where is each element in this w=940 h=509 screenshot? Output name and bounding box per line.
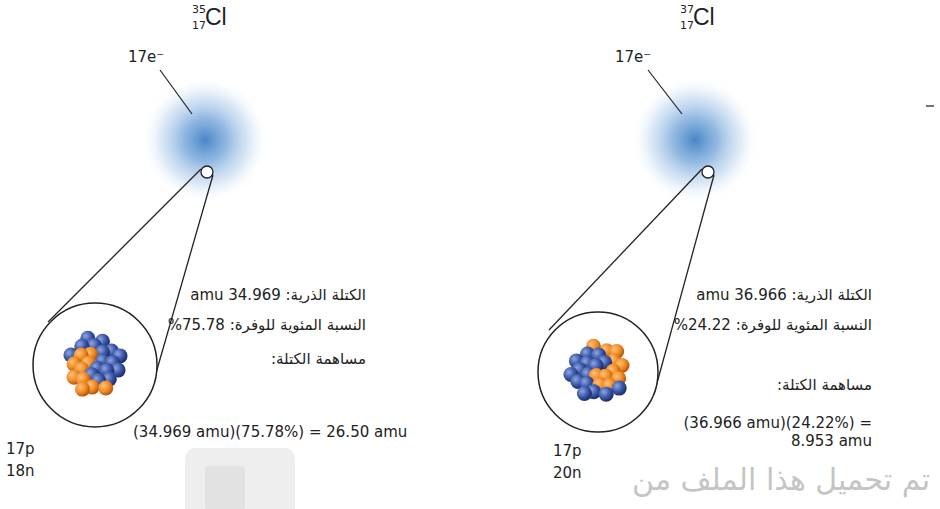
nucleus — [63, 331, 127, 397]
mass-number: 37 — [680, 3, 694, 16]
mass-contribution: مساهمة الكتلة: — [271, 350, 366, 368]
electron-cloud — [631, 76, 759, 204]
proton-count: 17p — [553, 442, 582, 460]
electron-count: 17e⁻ — [615, 48, 651, 66]
magnify-line — [654, 175, 714, 394]
contribution-formula: (34.969 amu)(75.78%) = 26.50 amu — [133, 423, 407, 441]
mass-number: 35 — [192, 3, 206, 16]
watermark-logo — [205, 466, 245, 509]
neutron-ball — [599, 387, 614, 402]
element-symbol: Cl — [205, 4, 227, 32]
electron-cloud — [141, 76, 269, 204]
neutron-count: 20n — [553, 464, 582, 482]
magnify-line — [549, 169, 702, 330]
element-symbol: Cl — [693, 4, 715, 32]
magnified-nucleus — [538, 312, 658, 432]
percent-abundance: النسبة المئوية للوفرة: 75.78% — [168, 316, 366, 334]
electron-count: 17e⁻ — [128, 48, 164, 66]
leader-line — [160, 70, 192, 114]
atomic-number: 17 — [680, 19, 694, 32]
atomic-mass: الكتلة الذرية: 36.966 amu — [696, 286, 872, 304]
neutron-ball — [577, 386, 592, 401]
proton-ball — [75, 382, 90, 397]
mass-contribution: مساهمة الكتلة: — [777, 376, 872, 394]
nucleus-point — [201, 166, 213, 178]
proton-count: 17p — [6, 440, 35, 458]
watermark: تم تحميل هذا الملف من — [632, 462, 930, 498]
neutron-count: 18n — [6, 462, 35, 480]
neutron-ball — [612, 381, 627, 396]
edge-mark — [926, 105, 934, 107]
nucleus-point — [702, 166, 714, 178]
watermark-logo — [185, 448, 295, 509]
nucleus — [563, 339, 629, 402]
leader-line — [648, 70, 682, 114]
percent-abundance: النسبة المئوية للوفرة: 24.22% — [674, 316, 872, 334]
contribution-formula: (36.966 amu)(24.22%) = 8.953 amu — [654, 414, 872, 450]
magnify-line — [48, 169, 201, 322]
magnify-line — [150, 175, 213, 394]
atomic-number: 17 — [192, 19, 206, 32]
proton-ball — [98, 381, 113, 396]
magnified-nucleus — [33, 303, 157, 427]
atomic-mass: الكتلة الذرية: 34.969 amu — [190, 286, 366, 304]
